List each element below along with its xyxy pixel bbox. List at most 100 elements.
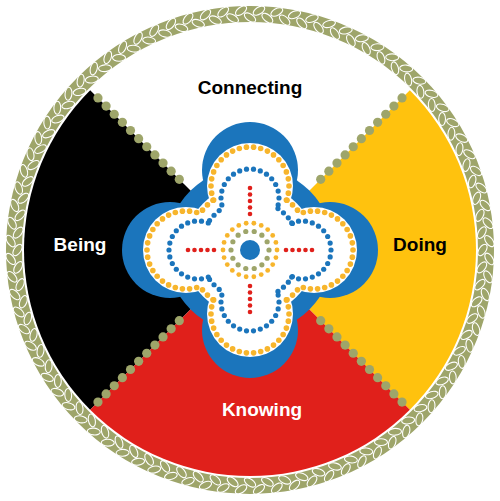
outline-dot xyxy=(269,319,274,324)
braid-strand xyxy=(322,19,336,29)
braid-strand xyxy=(101,439,114,446)
ring-dot xyxy=(251,274,256,279)
outline-dot xyxy=(166,282,172,288)
outline-dot xyxy=(251,350,257,356)
diagonal-dot xyxy=(365,365,374,374)
quadrant-shape xyxy=(90,250,410,476)
outline-dot xyxy=(286,311,292,317)
diagonal-dot xyxy=(110,110,119,119)
braid-strand xyxy=(374,439,387,446)
braid-strand xyxy=(54,374,61,387)
outline-dot xyxy=(344,268,350,274)
outline-dot xyxy=(144,247,150,253)
braid-strand xyxy=(36,344,45,358)
outline-dot xyxy=(335,278,341,284)
braid-strand xyxy=(371,43,384,50)
braid-strand xyxy=(132,31,144,46)
braid-strand xyxy=(403,72,412,86)
outline-dot xyxy=(286,183,292,189)
braid-strand xyxy=(465,339,474,353)
braid-strand xyxy=(72,87,86,96)
braid-strand xyxy=(112,54,125,61)
diagonal-dot xyxy=(126,365,135,374)
outline-dot xyxy=(264,323,269,328)
braid-strand xyxy=(131,458,145,466)
braid-strand xyxy=(148,23,161,38)
outline-dot xyxy=(350,254,356,260)
outline-dot xyxy=(211,213,216,218)
braid-strand xyxy=(31,356,46,368)
diagonal-dots xyxy=(93,93,406,406)
red-dot xyxy=(192,248,197,253)
ring-dot xyxy=(259,223,264,228)
braid-strand xyxy=(458,355,466,369)
outline-dot xyxy=(145,240,151,246)
ring-dot xyxy=(236,272,241,277)
diagonal-dot xyxy=(341,341,350,350)
outline-dot xyxy=(295,207,301,213)
diagonal-dot xyxy=(316,175,325,184)
diagonal-dot xyxy=(134,134,143,143)
diagonal-dot xyxy=(397,93,406,102)
braid-strand xyxy=(26,159,41,172)
braid-strand xyxy=(483,234,496,248)
outline-dot xyxy=(276,157,282,163)
diagonal-dot xyxy=(175,175,184,184)
ring-dot xyxy=(222,255,227,260)
outline-dot xyxy=(265,148,271,154)
diagonal-dot xyxy=(158,332,167,341)
outline-dot xyxy=(207,277,212,282)
ring-dot xyxy=(259,272,264,277)
flower-core xyxy=(184,184,316,316)
braid-strand xyxy=(372,445,383,460)
outline-dot xyxy=(222,182,227,187)
outline-dot xyxy=(145,254,151,260)
braid-strand xyxy=(143,452,155,467)
outline-dot xyxy=(284,297,290,303)
outline-dot xyxy=(265,346,271,352)
braid-strand xyxy=(76,74,85,88)
outline-dot xyxy=(264,172,269,177)
braid-strand xyxy=(100,425,110,439)
outline-dot xyxy=(210,297,216,303)
ring-dot xyxy=(222,240,227,245)
outline-dot xyxy=(303,276,308,281)
braid-strand xyxy=(415,412,424,426)
outline-dot xyxy=(154,273,160,279)
braid-strand xyxy=(329,26,342,41)
outline-dot xyxy=(289,220,294,225)
outline-dot xyxy=(218,299,223,304)
outline-dot xyxy=(170,261,175,266)
ring-dot xyxy=(252,266,257,271)
outline-dot xyxy=(286,318,292,324)
flower-lobe xyxy=(271,207,357,293)
outline-dot xyxy=(224,342,230,348)
outline-dot xyxy=(289,275,294,280)
braid-strand xyxy=(355,34,369,42)
outline-dot xyxy=(208,311,214,317)
yellow-dot-ring xyxy=(221,221,280,279)
ring-dot xyxy=(225,233,230,238)
outline-dot xyxy=(258,168,263,173)
red-dot xyxy=(248,303,253,308)
outline-dot xyxy=(310,275,315,280)
outline-dot xyxy=(192,219,197,224)
ring-dot xyxy=(236,223,241,228)
outline-dot xyxy=(286,280,291,285)
outline-dot xyxy=(166,212,172,218)
diagonal-dot xyxy=(373,373,382,382)
braid-strand xyxy=(413,403,427,412)
outline-dot xyxy=(222,313,227,318)
braid-strand xyxy=(312,21,325,35)
braid-strand xyxy=(345,33,357,48)
outline-dot xyxy=(350,240,356,246)
quadrant-label: Connecting xyxy=(198,78,303,99)
diagonal-dot xyxy=(373,118,382,127)
outline-dot xyxy=(295,287,301,293)
outline-dot xyxy=(344,227,350,233)
braid-strand xyxy=(424,89,438,99)
braid-strand xyxy=(41,128,56,140)
diagonal-dot xyxy=(349,142,358,151)
outline-dot xyxy=(147,261,153,267)
outline-dot xyxy=(325,234,330,239)
